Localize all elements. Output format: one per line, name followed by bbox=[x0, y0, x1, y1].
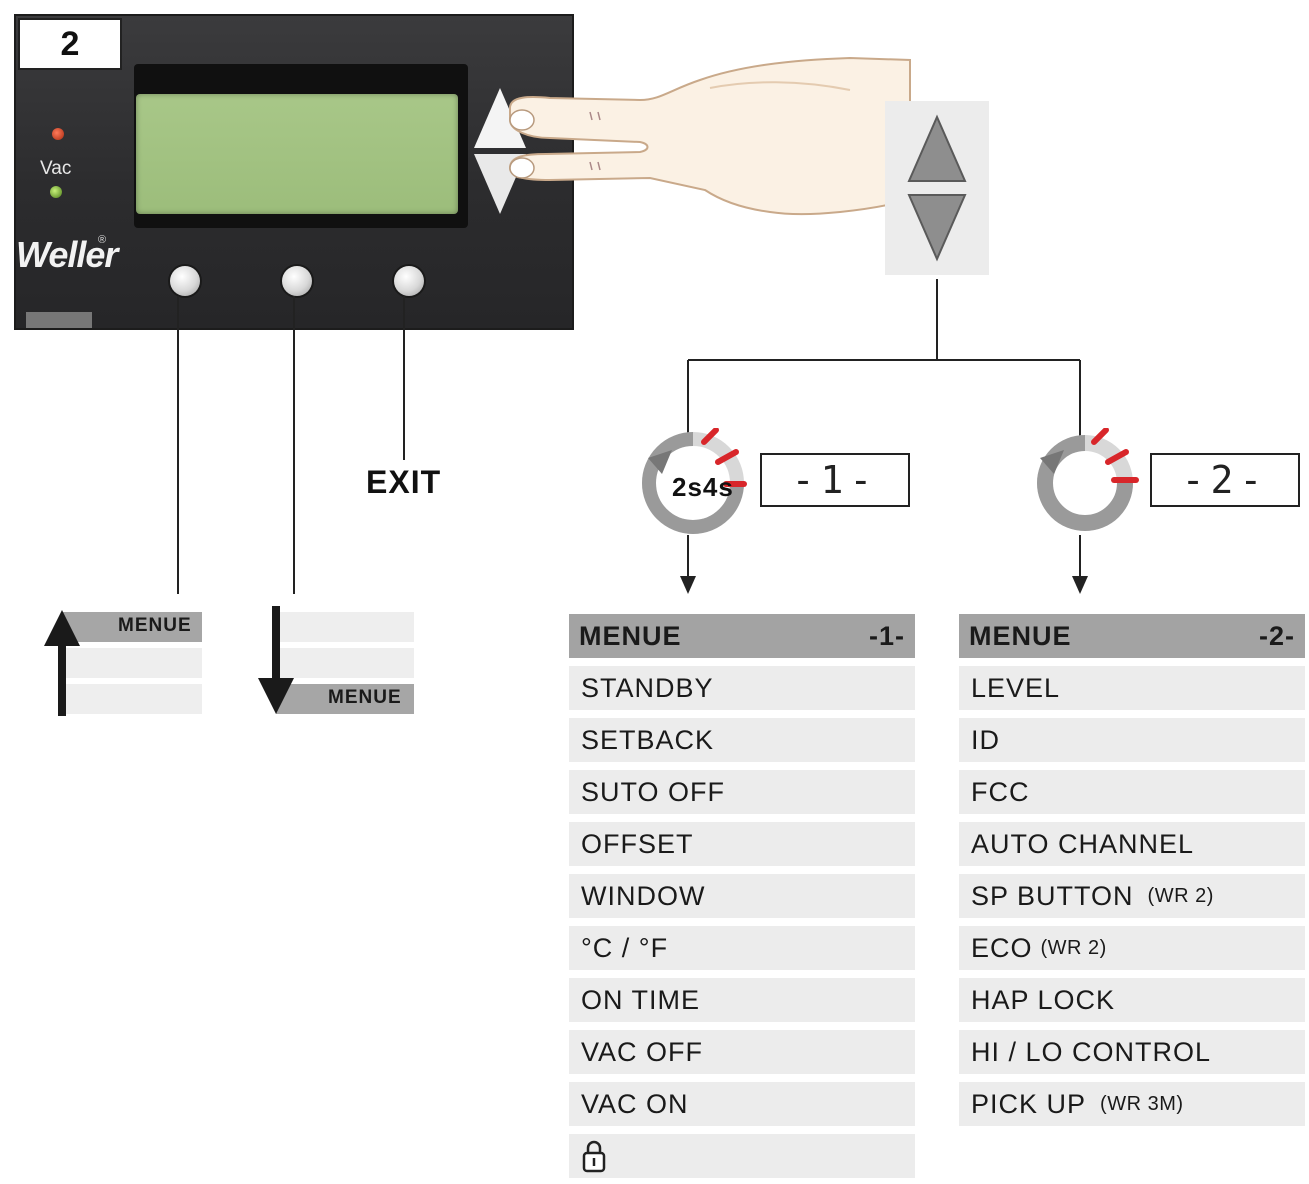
step-number: 2 bbox=[18, 18, 122, 70]
scroll-down-bar-1 bbox=[276, 612, 414, 642]
menu-2-item[interactable]: ID bbox=[959, 718, 1305, 762]
menu-1-item[interactable]: VAC ON bbox=[569, 1082, 915, 1126]
menu-1-header: MENUE -1- bbox=[569, 614, 915, 658]
padlock-icon bbox=[582, 1140, 606, 1173]
scroll-down-bar-2 bbox=[276, 648, 414, 678]
menu-1-lock-item[interactable] bbox=[569, 1134, 915, 1178]
timer-dial-icon bbox=[1037, 428, 1139, 531]
scroll-down-menu-bar bbox=[276, 684, 414, 714]
keypad-arrows bbox=[907, 114, 967, 262]
menu-2-item[interactable]: AUTO CHANNEL bbox=[959, 822, 1305, 866]
segment-display-2: -2- bbox=[1150, 453, 1300, 507]
menu-2-item[interactable]: HI / LO CONTROL bbox=[959, 1030, 1305, 1074]
menu-2-item[interactable]: SP BUTTON (WR 2) bbox=[959, 874, 1305, 918]
scroll-up-bar-2 bbox=[62, 648, 202, 678]
menu-2-item[interactable]: ECO (WR 2) bbox=[959, 926, 1305, 970]
device-slot bbox=[26, 312, 92, 328]
arrow-down-icon bbox=[1072, 576, 1088, 594]
menu-1-item[interactable]: SETBACK bbox=[569, 718, 915, 762]
menu-1-title: MENUE bbox=[579, 620, 682, 651]
up-arrow-icon[interactable] bbox=[907, 114, 967, 182]
menu-1-item[interactable]: °C / °F bbox=[569, 926, 915, 970]
menu-1-item[interactable]: ON TIME bbox=[569, 978, 915, 1022]
scroll-up-menu-bar bbox=[62, 612, 202, 642]
menu-2-header: MENUE -2- bbox=[959, 614, 1305, 658]
brand-logo: Weller bbox=[16, 234, 118, 275]
menu-1-item[interactable]: SUTO OFF bbox=[569, 770, 915, 814]
menu-2-item[interactable]: FCC bbox=[959, 770, 1305, 814]
menu-1-item[interactable]: OFFSET bbox=[569, 822, 915, 866]
menu-2: MENUE -2- LEVEL ID FCC AUTO CHANNEL SP B… bbox=[959, 614, 1305, 1126]
segment-display-1: -1- bbox=[760, 453, 910, 507]
exit-label: EXIT bbox=[366, 464, 442, 500]
scroll-up-bar-3 bbox=[62, 684, 202, 714]
device-button-2[interactable] bbox=[282, 266, 312, 296]
device-button-3[interactable] bbox=[394, 266, 424, 296]
menu-1-item[interactable]: STANDBY bbox=[569, 666, 915, 710]
menu-item-note: (WR 3M) bbox=[1100, 1092, 1184, 1115]
menu-2-item[interactable]: PICK UP (WR 3M) bbox=[959, 1082, 1305, 1126]
hand-illustration bbox=[508, 56, 911, 216]
menu-1: MENUE -1- STANDBY SETBACK SUTO OFF OFFSE… bbox=[569, 614, 915, 1178]
menu-2-title: MENUE bbox=[969, 620, 1072, 651]
timer-label: 2s4s bbox=[672, 472, 734, 502]
arrow-down-icon bbox=[680, 576, 696, 594]
scroll-down-arrow-icon bbox=[258, 606, 294, 714]
lcd-screen bbox=[136, 94, 458, 214]
down-arrow-icon[interactable] bbox=[907, 194, 967, 262]
status-led-green bbox=[50, 186, 62, 198]
menu-item-note: (WR 2) bbox=[1040, 936, 1107, 959]
status-led-red bbox=[52, 128, 64, 140]
menu-item-note: (WR 2) bbox=[1147, 884, 1214, 907]
soldering-station-panel: 2 Vac Weller ® bbox=[14, 14, 574, 330]
brand-registered-mark: ® bbox=[98, 234, 107, 246]
scroll-up-label: MENUE bbox=[118, 615, 192, 636]
menu-2-item[interactable]: LEVEL bbox=[959, 666, 1305, 710]
menu-2-item[interactable]: HAP LOCK bbox=[959, 978, 1305, 1022]
timer-dial-icon bbox=[642, 428, 747, 534]
scroll-up-arrow-icon bbox=[44, 610, 80, 716]
menu-1-number: -1- bbox=[869, 620, 905, 651]
menu-1-item[interactable]: VAC OFF bbox=[569, 1030, 915, 1074]
scroll-down-label: MENUE bbox=[328, 687, 402, 708]
vac-label: Vac bbox=[40, 158, 72, 179]
menu-2-number: -2- bbox=[1259, 620, 1295, 651]
device-button-1[interactable] bbox=[170, 266, 200, 296]
menu-1-item[interactable]: WINDOW bbox=[569, 874, 915, 918]
